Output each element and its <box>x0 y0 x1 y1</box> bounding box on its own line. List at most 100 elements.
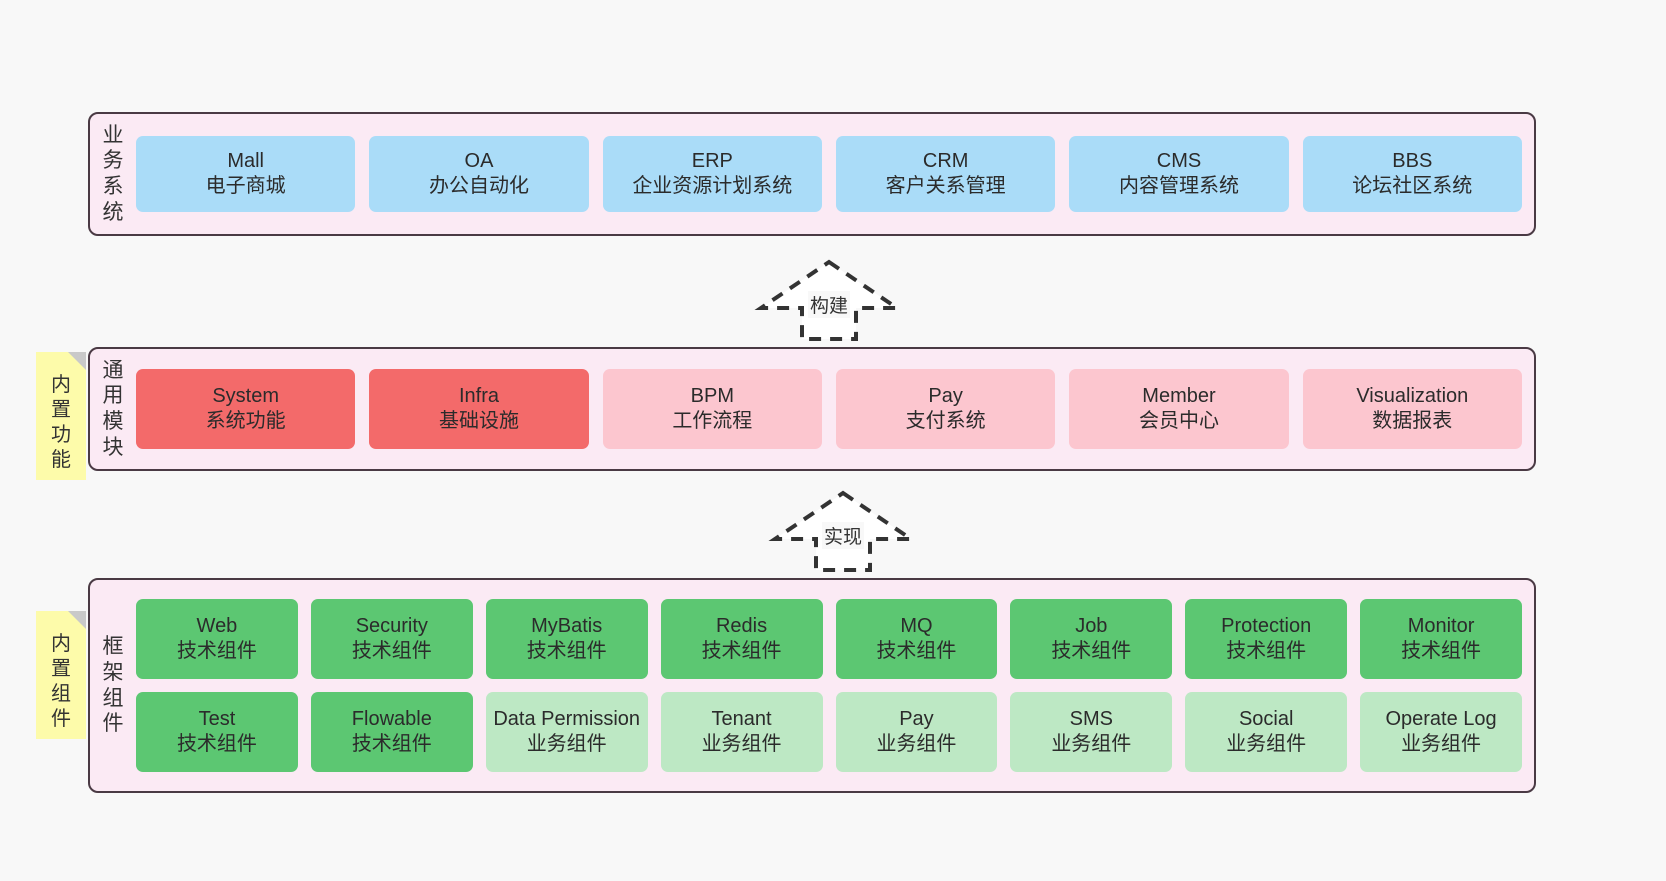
node-mall[interactable]: Mall 电子商城 <box>136 136 356 212</box>
node-subtitle: 论坛社区系统 <box>1352 175 1473 197</box>
layer-business-systems: 业 务 系 统 Mall 电子商城 OA 办公自动化 ERP 企业资源计划系统 … <box>88 112 1536 236</box>
label-char: 系 <box>102 175 124 198</box>
node-title: System <box>212 385 279 408</box>
node-oa[interactable]: OA 办公自动化 <box>369 136 589 212</box>
node-subtitle: 内容管理系统 <box>1118 175 1239 197</box>
node-title: Social <box>1238 708 1294 731</box>
folded-corner-icon <box>68 611 86 629</box>
node-title: BPM <box>690 385 734 408</box>
label-char: 组 <box>102 686 124 710</box>
node-subtitle: 业务组件 <box>701 733 782 755</box>
node-subtitle: 技术组件 <box>1226 640 1307 662</box>
sticky-char: 置 <box>51 399 71 422</box>
sticky-note-builtin-component[interactable]: 内 置 组 件 <box>36 611 86 739</box>
node-title: Operate Log <box>1385 708 1497 731</box>
sticky-note-builtin-function[interactable]: 内 置 功 能 <box>36 352 86 480</box>
node-system[interactable]: System 系统功能 <box>136 369 356 449</box>
label-char: 业 <box>102 123 124 147</box>
node-pay-module[interactable]: Pay 支付系统 <box>835 369 1056 449</box>
node-subtitle: 支付系统 <box>905 410 986 432</box>
layer-framework-components-body: Web 技术组件 Security 技术组件 MyBatis 技术组件 Redi… <box>136 580 1534 791</box>
node-data-permission[interactable]: Data Permission 业务组件 <box>485 692 648 772</box>
node-infra[interactable]: Infra 基础设施 <box>369 369 589 449</box>
node-subtitle: 会员中心 <box>1138 410 1219 432</box>
framework-row-business: Test 技术组件 Flowable 技术组件 Data Permission … <box>136 692 1522 772</box>
node-security[interactable]: Security 技术组件 <box>310 599 473 679</box>
node-title: BBS <box>1392 150 1433 173</box>
layer-framework-components-label: 框 架 组 件 <box>90 580 136 791</box>
node-title: Monitor <box>1407 615 1475 638</box>
node-subtitle: 客户关系管理 <box>885 175 1006 197</box>
node-monitor[interactable]: Monitor 技术组件 <box>1360 599 1522 679</box>
node-title: Web <box>196 615 238 638</box>
node-subtitle: 系统功能 <box>205 410 286 432</box>
node-pay-component[interactable]: Pay 业务组件 <box>835 692 998 772</box>
framework-row-tech: Web 技术组件 Security 技术组件 MyBatis 技术组件 Redi… <box>136 599 1522 679</box>
folded-corner-icon <box>68 352 86 370</box>
sticky-char: 组 <box>51 683 71 705</box>
node-subtitle: 企业资源计划系统 <box>632 175 793 197</box>
node-title: Test <box>198 708 236 731</box>
node-title: ERP <box>691 150 733 173</box>
layer-business-systems-body: Mall 电子商城 OA 办公自动化 ERP 企业资源计划系统 CRM 客户关系… <box>136 114 1534 234</box>
node-title: CMS <box>1156 150 1202 173</box>
node-title: Pay <box>899 708 934 731</box>
node-mybatis[interactable]: MyBatis 技术组件 <box>485 599 648 679</box>
label-char: 用 <box>102 384 124 408</box>
layer-common-modules: 通 用 模 块 System 系统功能 Infra 基础设施 BPM 工作流程 … <box>88 347 1536 471</box>
node-job[interactable]: Job 技术组件 <box>1010 599 1173 679</box>
node-title: Flowable <box>351 708 432 731</box>
node-subtitle: 技术组件 <box>526 640 607 662</box>
node-protection[interactable]: Protection 技术组件 <box>1185 599 1348 679</box>
node-title: Job <box>1075 615 1108 638</box>
node-redis[interactable]: Redis 技术组件 <box>660 599 823 679</box>
sticky-char: 功 <box>51 424 71 446</box>
node-tenant[interactable]: Tenant 业务组件 <box>660 692 823 772</box>
node-subtitle: 业务组件 <box>1226 733 1307 755</box>
node-operate-log[interactable]: Operate Log 业务组件 <box>1360 692 1522 772</box>
node-visualization[interactable]: Visualization 数据报表 <box>1302 369 1522 449</box>
node-subtitle: 业务组件 <box>526 733 607 755</box>
node-sms[interactable]: SMS 业务组件 <box>1010 692 1173 772</box>
node-title: MQ <box>900 615 933 638</box>
sticky-char: 件 <box>51 707 71 730</box>
node-subtitle: 数据报表 <box>1372 410 1453 432</box>
node-crm[interactable]: CRM 客户关系管理 <box>835 136 1056 212</box>
layer-business-systems-label: 业 务 系 统 <box>90 114 136 234</box>
node-web[interactable]: Web 技术组件 <box>136 599 298 679</box>
label-char: 务 <box>102 149 124 173</box>
node-member[interactable]: Member 会员中心 <box>1069 369 1289 449</box>
node-mq[interactable]: MQ 技术组件 <box>835 599 998 679</box>
node-title: Data Permission <box>493 708 641 731</box>
node-title: Infra <box>458 385 499 408</box>
node-bpm[interactable]: BPM 工作流程 <box>602 369 822 449</box>
node-title: CRM <box>922 150 969 173</box>
node-social[interactable]: Social 业务组件 <box>1185 692 1348 772</box>
node-subtitle: 技术组件 <box>176 733 257 755</box>
node-subtitle: 办公自动化 <box>428 175 529 197</box>
node-flowable[interactable]: Flowable 技术组件 <box>310 692 473 772</box>
node-bbs[interactable]: BBS 论坛社区系统 <box>1302 136 1522 212</box>
label-char: 模 <box>102 410 124 433</box>
layer-common-modules-label: 通 用 模 块 <box>90 349 136 469</box>
node-title: OA <box>464 150 494 173</box>
node-title: Redis <box>715 615 768 638</box>
node-cms[interactable]: CMS 内容管理系统 <box>1069 136 1289 212</box>
node-erp[interactable]: ERP 企业资源计划系统 <box>602 136 822 212</box>
node-title: MyBatis <box>531 615 603 638</box>
node-test[interactable]: Test 技术组件 <box>136 692 298 772</box>
node-subtitle: 技术组件 <box>1051 640 1132 662</box>
node-subtitle: 工作流程 <box>672 410 753 432</box>
node-subtitle: 技术组件 <box>701 640 782 662</box>
node-subtitle: 业务组件 <box>1051 733 1132 755</box>
node-subtitle: 技术组件 <box>176 640 257 662</box>
generalization-arrow-build: 构建 <box>754 259 904 342</box>
node-subtitle: 基础设施 <box>438 410 519 432</box>
layer-framework-components: 框 架 组 件 Web 技术组件 Security 技术组件 MyBatis 技… <box>88 578 1536 793</box>
node-subtitle: 技术组件 <box>876 640 957 662</box>
node-title: Protection <box>1221 615 1312 638</box>
sticky-char: 能 <box>51 448 71 471</box>
sticky-char: 内 <box>51 374 71 397</box>
sticky-char: 置 <box>51 658 71 681</box>
node-subtitle: 技术组件 <box>1401 640 1482 662</box>
